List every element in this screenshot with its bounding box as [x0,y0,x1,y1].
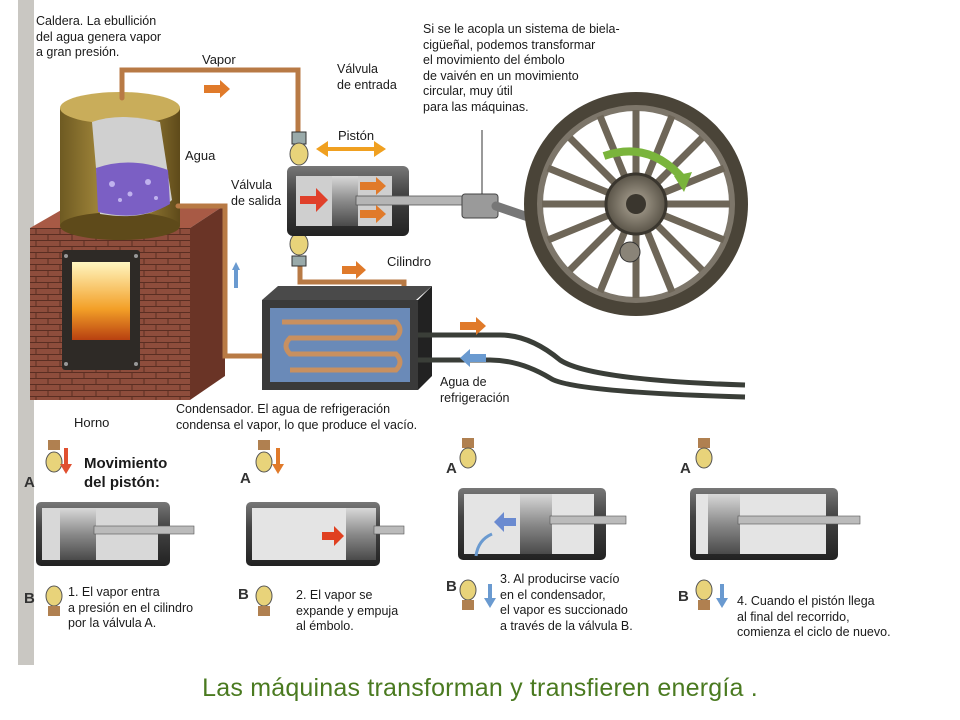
piston-label: Pistón [338,128,375,143]
vapor-label: Vapor [202,52,236,67]
outlet-valve-label: Válvula de salida [231,178,282,208]
inlet-valve [289,131,309,166]
page-edge-shadow [18,0,34,665]
sequence-panel-1 [36,440,195,616]
outlet-valve [289,232,309,267]
furnace [30,205,225,400]
valve-a-letter: A [680,460,691,477]
condenser [262,286,432,390]
slide-caption: Las máquinas transforman y transfieren e… [202,674,758,702]
boiler-label: Caldera. La ebullición del agua genera v… [36,14,162,59]
sequence-panel-4 [690,438,861,610]
valve-a-letter: A [446,460,457,477]
water-label: Agua [185,148,216,163]
sequence-panel-2 [246,440,405,616]
valve-b-letter: B [446,578,457,595]
step-2-text: 2. El vapor se expande y empuja al émbol… [296,588,399,633]
cooling-flow-arrows [232,262,486,367]
vapor-flow-arrows [204,80,486,335]
cooling-pipes [418,332,746,400]
step-4-text: 4. Cuando el pistón llega al final del r… [737,594,891,639]
boiler [60,92,180,240]
condenser-label: Condensador. El agua de refrigeración co… [176,402,418,432]
sequence-panel-3 [458,438,627,610]
valve-b-letter: B [24,590,35,607]
valve-a-letter: A [240,470,251,487]
crank-note: Si se le acopla un sistema de biela- cig… [423,22,620,114]
valve-b-letter: B [678,588,689,605]
inlet-valve-label: Válvula de entrada [337,62,397,92]
cylinder-label: Cilindro [387,254,432,269]
cooling-water-label: Agua de refrigeración [440,375,510,405]
furnace-label: Horno [74,415,110,430]
step-1-text: 1. El vapor entra a presión en el cilind… [68,585,194,630]
valve-a-letter: A [24,474,35,491]
valve-b-letter: B [238,586,249,603]
sequence-title: Movimiento del pistón: [84,455,168,491]
step-3-text: 3. Al producirse vacío en el condensador… [500,572,633,633]
flywheel [524,92,748,316]
